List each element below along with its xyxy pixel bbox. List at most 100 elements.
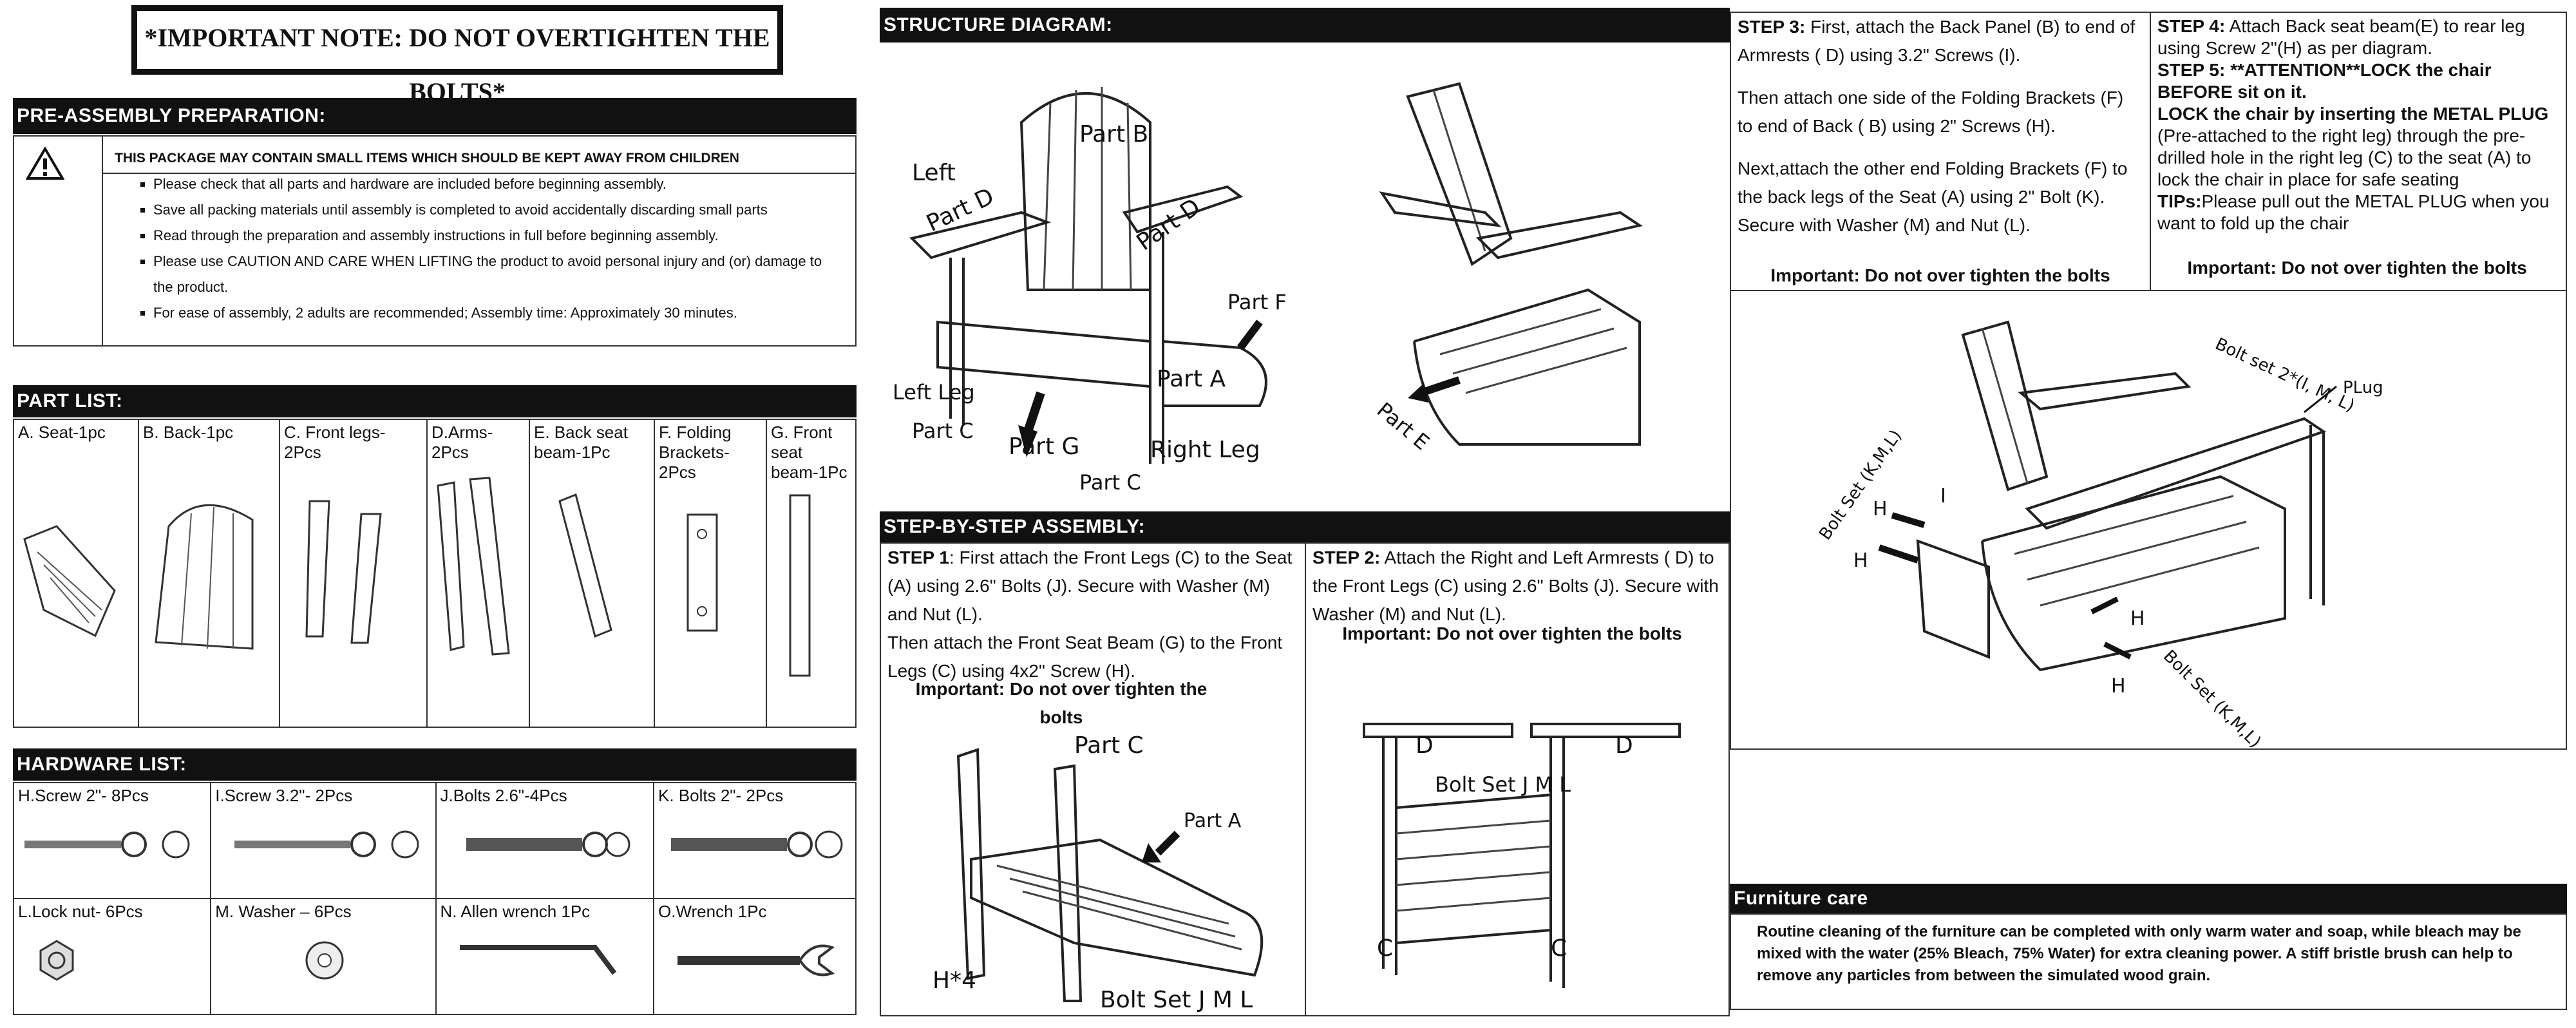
- step1-label-h4: H*4: [933, 967, 976, 994]
- step3-text: STEP 3: First, attach the Back Panel (B)…: [1738, 13, 2143, 240]
- label-right-leg: Right Leg: [1150, 437, 1260, 463]
- hardware-table: H.Screw 2"- 8Pcs I.Screw 3.2"- 2Pcs J.Bo…: [12, 782, 857, 1015]
- structure-heading: STRUCTURE DIAGRAM:: [880, 8, 1730, 43]
- step1-label-part-a: Part A: [1184, 810, 1242, 832]
- hardware-cell: O.Wrench 1Pc: [653, 898, 857, 1015]
- hardware-label: H.Screw 2"- 8Pcs: [18, 786, 149, 805]
- part-label: E. Back seat beam-1Pc: [534, 423, 628, 462]
- label-part-a: Part A: [1157, 366, 1226, 392]
- pre-assembly-heading: PRE-ASSEMBLY PREPARATION:: [13, 98, 857, 134]
- warning-text: THIS PACKAGE MAY CONTAIN SMALL ITEMS WHI…: [115, 151, 739, 166]
- diag3-label-bolt-kml-left: Bolt Set (K,M,L): [1815, 426, 1906, 544]
- part-cell: A. Seat-1pc: [13, 419, 139, 728]
- step4-body: Attach Back seat beam(E) to rear leg usi…: [2157, 16, 2525, 58]
- step1-label-bolt: Bolt Set J M L: [1100, 987, 1253, 1013]
- label-part-c-right: Part C: [1079, 470, 1141, 495]
- list-item: Read through the preparation and assembl…: [153, 223, 836, 249]
- list-item: Please check that all parts and hardware…: [153, 171, 836, 197]
- label-part-c-left: Part C: [912, 419, 974, 443]
- label-part-g: Part G: [1009, 433, 1079, 460]
- step1-text: STEP 1: First attach the Front Legs (C) …: [887, 544, 1300, 685]
- step3-title: STEP 3:: [1738, 17, 1806, 37]
- part-cell: G. Front seat beam-1Pc: [766, 419, 857, 728]
- seat-drawing: [23, 525, 116, 638]
- diag3-label-plug: PLug: [2343, 378, 2383, 397]
- tips-title: TIPs:: [2157, 191, 2202, 211]
- step2-text: STEP 2: Attach the Right and Left Armres…: [1312, 544, 1725, 629]
- label-left: Left: [912, 160, 956, 186]
- front-legs-drawing: [305, 500, 382, 644]
- label-left-leg: Left Leg: [893, 380, 975, 405]
- diag3-label-h1: H: [1873, 498, 1888, 520]
- list-item: Save all packing materials until assembl…: [153, 197, 836, 223]
- step2-label-d-right: D: [1615, 732, 1633, 759]
- hardware-cell: K. Bolts 2"- 2Pcs: [653, 782, 857, 899]
- part-cell: F. Folding Brackets-2Pcs: [654, 419, 767, 728]
- lock-instruction: LOCK the chair by inserting the METAL PL…: [2157, 104, 2549, 124]
- hardware-label: O.Wrench 1Pc: [658, 902, 767, 921]
- step2-label-bolt: Bolt Set J M L: [1435, 772, 1571, 797]
- important-note-banner: *IMPORTANT NOTE: DO NOT OVERTIGHTEN THE …: [131, 5, 783, 106]
- hardware-list-heading: HARDWARE LIST:: [13, 748, 857, 781]
- label-part-d-left: Part D: [922, 183, 998, 237]
- step1-label-part-c: Part C: [1074, 732, 1144, 759]
- hardware-label: I.Screw 3.2"- 2Pcs: [215, 786, 353, 805]
- structure-diagram: Part B Left Part D Part D Part F Part A …: [893, 82, 1643, 495]
- hardware-cell: M. Washer – 6Pcs: [210, 898, 437, 1015]
- step2-label-c-left: C: [1377, 935, 1393, 962]
- hardware-label: J.Bolts 2.6"-4Pcs: [440, 786, 567, 805]
- hardware-cell: L.Lock nut- 6Pcs: [12, 898, 212, 1015]
- list-item: For ease of assembly, 2 adults are recom…: [153, 300, 836, 326]
- diag3-label-bolt-iml: Bolt set 2*(I, M, L): [2212, 334, 2358, 415]
- lock-detail: (Pre-attached to the right leg) through …: [2157, 126, 2532, 189]
- hardware-label: N. Allen wrench 1Pc: [440, 902, 591, 921]
- step4-important: Important: Do not over tighten the bolts: [2187, 258, 2527, 278]
- hardware-cell: N. Allen wrench 1Pc: [435, 898, 655, 1015]
- hardware-cell: J.Bolts 2.6"-4Pcs: [435, 782, 655, 899]
- step3-important: Important: Do not over tighten the bolts: [1770, 265, 2110, 285]
- step2-title: STEP 2:: [1312, 547, 1381, 567]
- step3-p3: Next,attach the other end Folding Bracke…: [1738, 158, 2128, 235]
- step-by-step-heading: STEP-BY-STEP ASSEMBLY:: [880, 511, 1730, 542]
- part-label: A. Seat-1pc: [18, 423, 106, 442]
- diag3-label-h2: H: [1853, 549, 1868, 572]
- furniture-care-text: Routine cleaning of the furniture can be…: [1757, 923, 2521, 984]
- label-part-f: Part F: [1227, 290, 1287, 314]
- part-label: B. Back-1pc: [143, 423, 234, 442]
- part-label: F. Folding Brackets-2Pcs: [659, 423, 732, 482]
- step5-text: STEP 5: **ATTENTION**LOCK the chair BEFO…: [2157, 60, 2492, 102]
- steps-3-4-box: STEP 3: First, attach the Back Panel (B)…: [1730, 12, 2567, 750]
- pre-assembly-box: THIS PACKAGE MAY CONTAIN SMALL ITEMS WHI…: [13, 135, 857, 347]
- hardware-label: K. Bolts 2"- 2Pcs: [658, 786, 784, 805]
- part-list-table: A. Seat-1pc B. Back-1pc C. Front legs-2P…: [13, 419, 857, 728]
- back-beam-drawing: [558, 493, 612, 638]
- step4-title: STEP 4:: [2157, 16, 2226, 36]
- arms-drawing: [437, 477, 510, 656]
- diag3-label-h3: H: [2130, 607, 2145, 630]
- diag3-label-h4: H: [2111, 675, 2126, 698]
- tips-text: Please pull out the METAL PLUG when you …: [2157, 191, 2550, 233]
- step2-box: STEP 2: Attach the Right and Left Armres…: [1305, 542, 1730, 1016]
- part-label: C. Front legs-2Pcs: [284, 423, 386, 462]
- step3-p1: First, attach the Back Panel (B) to end …: [1738, 17, 2136, 65]
- step2-label-d-left: D: [1416, 732, 1434, 759]
- step2-label-c-right: C: [1551, 935, 1567, 962]
- pre-assembly-list: Please check that all parts and hardware…: [128, 171, 836, 326]
- label-part-d-right: Part D: [1132, 194, 1206, 256]
- part-cell: E. Back seat beam-1Pc: [529, 419, 655, 728]
- part-cell: D.Arms-2Pcs: [426, 419, 530, 728]
- step1-diagram: Part C Part A H*4 Bolt Set J M L: [933, 732, 1264, 1013]
- step1-body-2: Then attach the Front Seat Beam (G) to t…: [887, 633, 1283, 681]
- back-drawing: [155, 504, 254, 650]
- step1-body: : First attach the Front Legs (C) to the…: [887, 547, 1293, 624]
- warning-icon: [26, 147, 64, 180]
- diag3-label-i: I: [1940, 485, 1946, 508]
- part-label: G. Front seat beam-1Pc: [771, 423, 848, 482]
- front-beam-drawing: [789, 494, 811, 677]
- hardware-cell: I.Screw 3.2"- 2Pcs: [210, 782, 437, 899]
- hardware-label: L.Lock nut- 6Pcs: [18, 902, 143, 921]
- furniture-care-heading: Furniture care: [1730, 884, 2567, 913]
- step1-important: Important: Do not over tighten the bolts: [915, 679, 1208, 727]
- part-label: D.Arms-2Pcs: [431, 423, 493, 462]
- step1-box: STEP 1: First attach the Front Legs (C) …: [880, 542, 1305, 1016]
